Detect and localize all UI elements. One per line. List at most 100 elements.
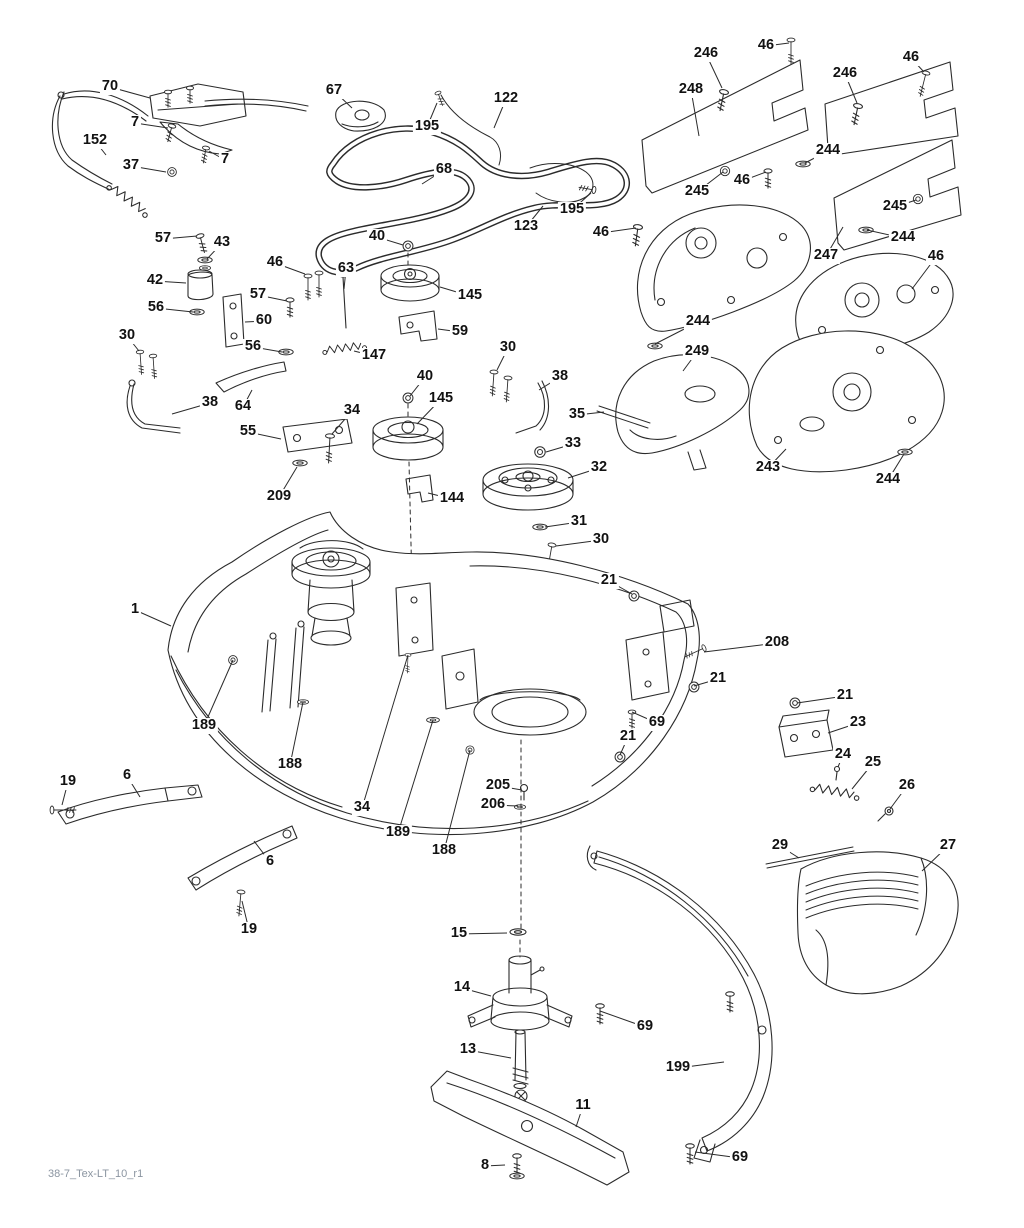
brake-and-deflector xyxy=(765,709,959,995)
callout-38: 38 xyxy=(199,394,221,411)
callout-7: 7 xyxy=(218,151,232,168)
callout-189: 189 xyxy=(383,824,413,841)
callout-31: 31 xyxy=(568,513,590,530)
callout-246: 246 xyxy=(691,45,721,62)
callout-46: 46 xyxy=(590,224,612,241)
callout-68: 68 xyxy=(433,161,455,178)
mower-deck xyxy=(167,511,801,929)
callout-21: 21 xyxy=(707,670,729,687)
callout-30: 30 xyxy=(116,327,138,344)
callout-21: 21 xyxy=(617,728,639,745)
callout-29: 29 xyxy=(769,837,791,854)
callout-144: 144 xyxy=(437,490,467,507)
callout-1: 1 xyxy=(128,601,142,618)
callout-23: 23 xyxy=(847,714,869,731)
callout-30: 30 xyxy=(497,339,519,356)
callout-19: 19 xyxy=(57,773,79,790)
callout-122: 122 xyxy=(491,90,521,107)
callout-246: 246 xyxy=(830,65,860,82)
callout-38: 38 xyxy=(549,368,571,385)
callout-247: 247 xyxy=(811,247,841,264)
drawing-number-watermark: 38-7_Tex-LT_10_r1 xyxy=(48,1168,144,1180)
callout-26: 26 xyxy=(896,777,918,794)
callout-245: 245 xyxy=(880,198,910,215)
spindle-assembly xyxy=(430,928,630,1186)
callout-13: 13 xyxy=(457,1041,479,1058)
callout-6: 6 xyxy=(263,853,277,870)
deck-hanger-arms xyxy=(49,784,298,917)
callout-57: 57 xyxy=(152,230,174,247)
callout-67: 67 xyxy=(323,82,345,99)
callout-243: 243 xyxy=(753,459,783,476)
callout-33: 33 xyxy=(562,435,584,452)
callout-123: 123 xyxy=(511,218,541,235)
callout-69: 69 xyxy=(729,1149,751,1166)
callout-24: 24 xyxy=(832,746,854,763)
callout-189: 189 xyxy=(189,717,219,734)
mandrel-covers xyxy=(596,330,945,473)
callout-43: 43 xyxy=(211,234,233,251)
callout-208: 208 xyxy=(762,634,792,651)
callout-46: 46 xyxy=(264,254,286,271)
callout-6: 6 xyxy=(120,767,134,784)
callout-34: 34 xyxy=(351,799,373,816)
callout-244: 244 xyxy=(683,313,713,330)
callout-209: 209 xyxy=(264,488,294,505)
callout-59: 59 xyxy=(449,323,471,340)
callout-46: 46 xyxy=(900,49,922,66)
callout-42: 42 xyxy=(144,272,166,289)
callout-11: 11 xyxy=(573,1097,593,1114)
callout-15: 15 xyxy=(448,925,470,942)
callout-21: 21 xyxy=(598,572,620,589)
callout-34: 34 xyxy=(341,402,363,419)
callout-46: 46 xyxy=(731,172,753,189)
idler-and-pulley-parts xyxy=(126,232,574,586)
callout-35: 35 xyxy=(566,406,588,423)
callout-27: 27 xyxy=(937,837,959,854)
callout-145: 145 xyxy=(455,287,485,304)
callout-64: 64 xyxy=(232,398,254,415)
callout-32: 32 xyxy=(588,459,610,476)
callout-7: 7 xyxy=(128,114,142,131)
callout-199: 199 xyxy=(663,1059,693,1076)
callout-14: 14 xyxy=(451,979,473,996)
deck-wheel-arm xyxy=(586,845,773,1165)
belt-guides xyxy=(434,90,597,203)
callout-19: 19 xyxy=(238,921,260,938)
callout-63: 63 xyxy=(335,260,357,277)
callout-40: 40 xyxy=(366,228,388,245)
callout-145: 145 xyxy=(426,390,456,407)
callout-248: 248 xyxy=(676,81,706,98)
callout-56: 56 xyxy=(145,299,167,316)
callout-249: 249 xyxy=(682,343,712,360)
callout-40: 40 xyxy=(414,368,436,385)
callout-147: 147 xyxy=(359,347,389,364)
deck-guard-plates xyxy=(630,37,962,321)
callout-46: 46 xyxy=(755,37,777,54)
callout-46: 46 xyxy=(925,248,947,265)
callout-188: 188 xyxy=(429,842,459,859)
callout-245: 245 xyxy=(682,183,712,200)
callout-69: 69 xyxy=(634,1018,656,1035)
callout-244: 244 xyxy=(873,471,903,488)
callout-195: 195 xyxy=(557,201,587,218)
callout-152: 152 xyxy=(80,132,110,149)
callout-21: 21 xyxy=(834,687,856,704)
callout-37: 37 xyxy=(120,157,142,174)
callout-205: 205 xyxy=(483,777,513,794)
callout-30: 30 xyxy=(590,531,612,548)
callout-8: 8 xyxy=(478,1157,492,1174)
callout-69: 69 xyxy=(646,714,668,731)
callout-188: 188 xyxy=(275,756,305,773)
callout-25: 25 xyxy=(862,754,884,771)
callout-56: 56 xyxy=(242,338,264,355)
callout-60: 60 xyxy=(253,312,275,329)
callout-55: 55 xyxy=(237,423,259,440)
callout-244: 244 xyxy=(888,229,918,246)
callout-57: 57 xyxy=(247,286,269,303)
callout-195: 195 xyxy=(412,118,442,135)
callout-244: 244 xyxy=(813,142,843,159)
callout-70: 70 xyxy=(99,78,121,95)
